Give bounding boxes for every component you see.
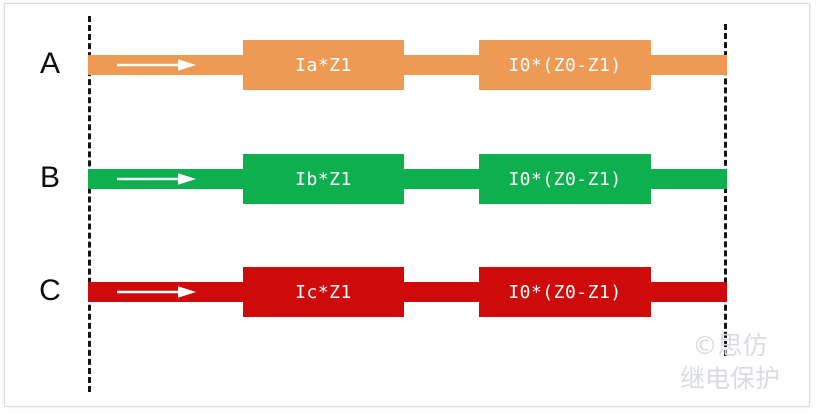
phase-row-a: A Ia*Z1 I0*(Z0-Z1) (0, 33, 816, 103)
phase-row-b: B Ib*Z1 I0*(Z0-Z1) (0, 147, 816, 217)
phase-row-c: C Ic*Z1 I0*(Z0-Z1) (0, 260, 816, 330)
watermark: ©思仿 继电保护 (680, 329, 780, 395)
phase-b-box-i0-z0-z1: I0*(Z0-Z1) (479, 154, 651, 204)
phase-label-b: B (39, 161, 60, 194)
phase-label-c: C (39, 274, 61, 307)
right-boundary-dashed-line (724, 24, 727, 356)
phase-c-box-ic-z1: Ic*Z1 (243, 267, 404, 317)
phase-a-box-ia-z1: Ia*Z1 (243, 40, 404, 90)
phase-a-box-i0-z0-z1: I0*(Z0-Z1) (479, 40, 651, 90)
phase-b-box-ib-z1: Ib*Z1 (243, 154, 404, 204)
watermark-line-1: ©思仿 (692, 331, 768, 360)
phase-c-box-i0-z0-z1: I0*(Z0-Z1) (479, 267, 651, 317)
phase-label-a: A (39, 47, 60, 80)
watermark-line-2: 继电保护 (679, 364, 780, 393)
left-boundary-dashed-line (88, 16, 91, 392)
